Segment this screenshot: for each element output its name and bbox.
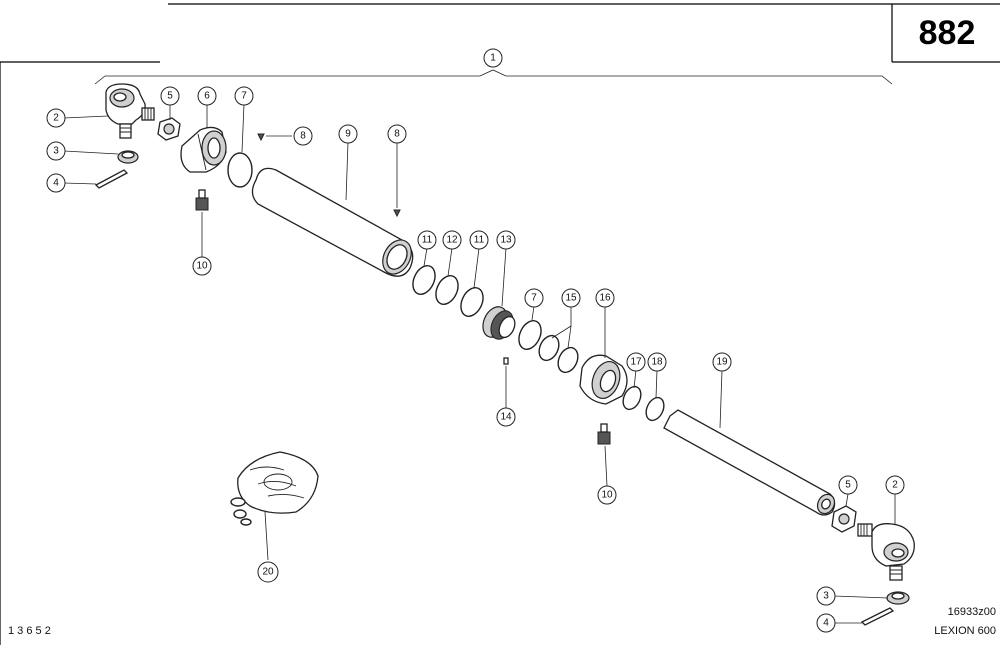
page-number: 882	[919, 14, 976, 52]
ball-joint-left	[105, 83, 155, 139]
callout-label: 10	[196, 261, 208, 272]
callout-label: 13	[500, 235, 512, 246]
callout-9: 9	[338, 124, 358, 144]
callout-label: 12	[446, 235, 458, 246]
callout-label: 15	[565, 293, 577, 304]
callout-10b: 10	[597, 485, 617, 505]
callout-7: 7	[234, 86, 254, 106]
callout-3b: 3	[816, 586, 836, 606]
callout-3: 3	[46, 141, 66, 161]
assembly-bracket	[94, 69, 893, 85]
ring-18	[645, 396, 665, 422]
ring-11-a	[412, 265, 436, 295]
callout-label: 7	[531, 293, 537, 304]
callout-label: 4	[823, 618, 829, 629]
callout-label: 4	[53, 178, 59, 189]
callout-label: 11	[474, 235, 485, 246]
ball-14	[503, 357, 509, 365]
callout-2b: 2	[885, 475, 905, 495]
callout-19: 19	[712, 352, 732, 372]
callout-label: 3	[823, 591, 829, 602]
callout-7b: 7	[524, 288, 544, 308]
callout-label: 10	[601, 490, 613, 501]
ring-11-b	[460, 287, 484, 317]
callout-6: 6	[197, 86, 217, 106]
callout-label: 2	[892, 480, 898, 491]
page-frame	[0, 3, 1000, 645]
callout-label: 11	[422, 235, 433, 246]
callout-20: 20	[257, 561, 279, 583]
callout-label: 8	[300, 131, 306, 142]
ring-12	[435, 275, 459, 305]
callouts: 1 2 5 6 7 8 9 8 3 4 10 11 12 11 13 14 7 …	[46, 48, 905, 633]
callout-label: 18	[651, 357, 663, 368]
parts-illustration	[94, 83, 915, 626]
callout-label: 14	[500, 412, 512, 423]
callout-8: 8	[293, 126, 313, 146]
piston-13	[482, 306, 516, 340]
callout-5: 5	[160, 86, 180, 106]
callout-10: 10	[192, 256, 212, 276]
callout-label: 5	[845, 480, 851, 491]
end-cap-6	[180, 126, 227, 173]
callout-label: 19	[716, 357, 728, 368]
hex-nut-right	[831, 505, 857, 533]
callout-4b: 4	[816, 613, 836, 633]
callout-label: 2	[53, 113, 59, 124]
callout-5b: 5	[838, 475, 858, 495]
leader-lines	[63, 103, 896, 624]
callout-17: 17	[626, 352, 646, 372]
callout-label: 3	[53, 146, 59, 157]
drawing-reference: 16933z00	[948, 606, 996, 618]
callout-label: 16	[599, 293, 611, 304]
ring-15-b	[557, 346, 579, 374]
cylinder-tube-9	[251, 167, 414, 277]
callout-15: 15	[561, 288, 581, 308]
hex-nut-left	[157, 117, 181, 141]
callout-label: 6	[204, 91, 210, 102]
screw-8-left	[257, 133, 265, 142]
callout-11: 11	[417, 230, 437, 250]
model-name: LEXION 600	[934, 625, 996, 637]
screw-8-tube	[393, 209, 401, 218]
callout-1: 1	[483, 48, 503, 68]
callout-label: 1	[490, 53, 496, 64]
castle-nut-left	[94, 150, 139, 189]
ring-17	[622, 385, 642, 411]
callout-8b: 8	[387, 124, 407, 144]
piston-rod-19	[663, 409, 836, 516]
callout-label: 20	[262, 567, 274, 578]
ball-joint-right	[857, 523, 915, 581]
seal-kit-20	[230, 451, 319, 526]
callout-11b: 11	[469, 230, 489, 250]
callout-label: 5	[167, 91, 173, 102]
castle-nut-right	[860, 591, 910, 626]
callout-12: 12	[442, 230, 462, 250]
o-ring-7-mid	[518, 320, 542, 350]
callout-2: 2	[46, 108, 66, 128]
callout-label: 9	[345, 129, 351, 140]
callout-18: 18	[647, 352, 667, 372]
callout-14: 14	[496, 407, 516, 427]
cylinder-head-16	[579, 354, 628, 405]
callout-label: 8	[394, 129, 400, 140]
callout-label: 7	[241, 91, 247, 102]
corner-code: 1 3 6 5 2	[8, 625, 51, 637]
callout-13: 13	[496, 230, 516, 250]
callout-4: 4	[46, 173, 66, 193]
grease-nipple-left	[195, 189, 209, 211]
callout-16: 16	[595, 288, 615, 308]
callout-label: 17	[630, 357, 642, 368]
grease-nipple-right	[597, 423, 611, 445]
o-ring-7-left	[227, 152, 253, 188]
